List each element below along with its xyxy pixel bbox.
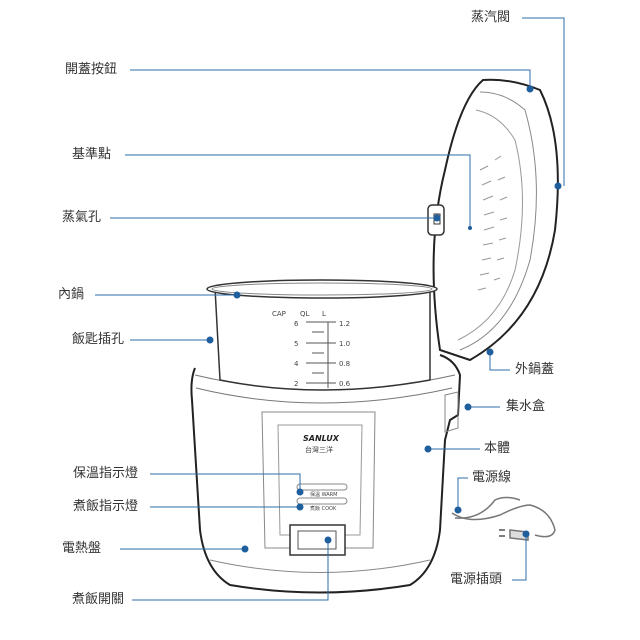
label-steam-valve: 蒸汽閥	[471, 10, 511, 25]
label-body: 本體	[484, 441, 511, 456]
label-power-plug: 電源插頭	[450, 572, 503, 587]
scale-liter: 1.2	[339, 320, 350, 328]
power-cord-drawing	[451, 496, 556, 541]
label-lid-button: 開蓋按鈕	[65, 62, 118, 77]
scale-liter: 0.8	[339, 360, 350, 368]
scale-header-l: L	[322, 310, 326, 318]
brand-sub: 台灣三洋	[305, 445, 333, 454]
pot-scale: CAP QL L 6 5 4 2 1.2 1.0 0.8 0.6	[272, 310, 351, 388]
brand-logo: SANLUX	[303, 434, 340, 443]
body-drawing	[190, 354, 462, 594]
label-warm-light: 保溫指示燈	[73, 466, 139, 481]
label-power-cord: 電源線	[472, 470, 512, 485]
outer-lid-drawing	[427, 78, 559, 362]
leader-dots	[206, 85, 562, 553]
leader-lines	[95, 17, 565, 601]
cook-label: 煮飯 COOK	[310, 505, 337, 512]
label-spoon-holder: 飯匙插孔	[72, 332, 125, 347]
label-cook-switch: 煮飯開關	[72, 592, 125, 607]
inner-pot-drawing	[206, 279, 438, 391]
scale-cup: 5	[294, 340, 298, 348]
label-heating-plate: 電熱盤	[62, 541, 102, 556]
label-inner-pot: 內鍋	[58, 287, 85, 302]
scale-header-ql: QL	[300, 310, 310, 318]
scale-cup: 4	[294, 360, 299, 368]
warm-label: 保溫 WARM	[310, 491, 337, 498]
scale-liter: 1.0	[339, 340, 350, 348]
label-steam-hole: 蒸氣孔	[62, 210, 102, 225]
control-panel: SANLUX 台灣三洋 保溫 WARM 煮飯 COOK	[303, 434, 340, 512]
label-cook-light: 煮飯指示燈	[73, 499, 139, 514]
label-water-box: 集水盒	[506, 399, 546, 414]
scale-cup: 2	[294, 380, 298, 388]
label-outer-lid: 外鍋蓋	[515, 362, 555, 377]
scale-header-cap: CAP	[272, 310, 286, 318]
scale-cup: 6	[294, 320, 299, 328]
label-reference-point: 基準點	[72, 147, 112, 162]
scale-liter: 0.6	[339, 380, 351, 388]
